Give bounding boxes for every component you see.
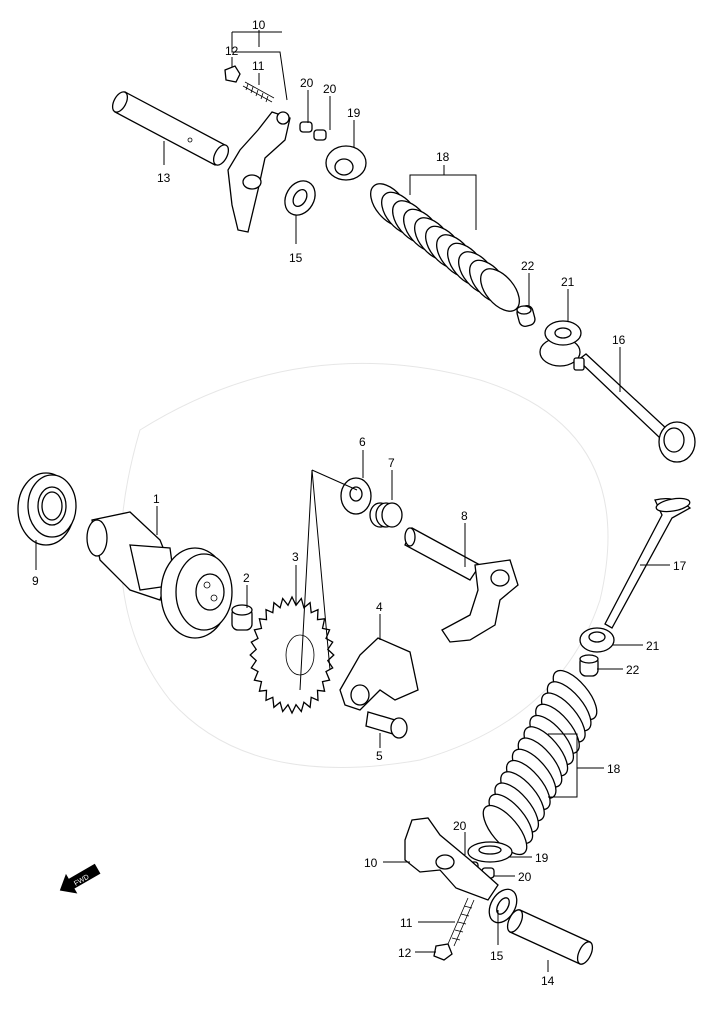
- label-mid-4: 4: [376, 600, 383, 614]
- valve-exhaust: [573, 353, 696, 463]
- label-top-10: 10: [252, 18, 266, 32]
- tensioner-bolt: [365, 711, 408, 739]
- label-bot-15: 15: [490, 949, 504, 963]
- part-labels: 10 12 11 20 20 19 18 13 15 22 21 16 1 9 …: [32, 18, 687, 988]
- label-top-11: 11: [252, 59, 265, 73]
- label-bot-17: 17: [673, 559, 687, 573]
- nut-top: [224, 65, 241, 83]
- seal-top: [516, 304, 536, 328]
- label-bot-14: 14: [541, 974, 555, 988]
- label-bot-22: 22: [626, 663, 640, 677]
- cotters-top: [299, 121, 327, 141]
- label-bot-20b: 20: [518, 870, 532, 884]
- spring-seat-lower-bottom: [579, 627, 615, 653]
- label-top-15: 15: [289, 251, 303, 265]
- label-top-12: 12: [225, 44, 239, 58]
- label-bot-20a: 20: [453, 819, 467, 833]
- valve-springs-bottom: [482, 669, 598, 856]
- dowel-pin: [231, 604, 253, 631]
- cam-sprocket: [249, 595, 335, 715]
- label-top-20b: 20: [323, 82, 337, 96]
- label-bot-18: 18: [607, 762, 621, 776]
- label-bot-12: 12: [398, 946, 412, 960]
- valve-springs-top: [370, 183, 520, 312]
- label-mid-9: 9: [32, 574, 39, 588]
- label-mid-7: 7: [388, 456, 395, 470]
- chain-tensioner: [339, 637, 419, 711]
- adjust-screw-top: [242, 81, 275, 103]
- camshaft: [86, 511, 233, 639]
- label-bot-11: 11: [400, 916, 413, 930]
- bearing: [17, 472, 77, 546]
- label-bot-10: 10: [364, 856, 378, 870]
- rocker-arm-top: [227, 111, 291, 233]
- label-top-18: 18: [436, 150, 450, 164]
- seal-bottom: [579, 654, 599, 677]
- label-mid-5: 5: [376, 749, 383, 763]
- label-top-19: 19: [347, 106, 361, 120]
- spring-seat-top: [325, 145, 367, 181]
- label-mid-2: 2: [243, 571, 250, 585]
- label-mid-8: 8: [461, 509, 468, 523]
- label-top-21: 21: [561, 275, 575, 289]
- rocker-shaft-top: [111, 91, 230, 166]
- coil-spring: [369, 502, 403, 528]
- rocker-arm-bottom: [404, 817, 499, 901]
- adjust-screw-bottom: [447, 897, 475, 947]
- label-mid-3: 3: [292, 550, 299, 564]
- label-mid-6: 6: [359, 435, 366, 449]
- washer-top: [284, 180, 316, 216]
- nut-bottom: [433, 943, 453, 961]
- valve-intake: [604, 497, 692, 629]
- spring-seat-bottom: [467, 841, 513, 863]
- label-mid-1: 1: [153, 492, 160, 506]
- label-bot-19: 19: [535, 851, 549, 865]
- spring-washer: [340, 477, 372, 515]
- label-top-16: 16: [612, 333, 626, 347]
- washer-bottom: [488, 888, 518, 924]
- decomp-shaft: [404, 527, 519, 643]
- label-top-13: 13: [157, 171, 171, 185]
- rocker-shaft-bottom: [506, 909, 594, 965]
- label-top-20a: 20: [300, 76, 314, 90]
- label-top-22: 22: [521, 259, 535, 273]
- spring-seat-lower-top: [539, 320, 582, 367]
- label-bot-21: 21: [646, 639, 660, 653]
- leader-lines: [35, 30, 670, 972]
- fwd-arrow-icon: FWD: [59, 863, 101, 894]
